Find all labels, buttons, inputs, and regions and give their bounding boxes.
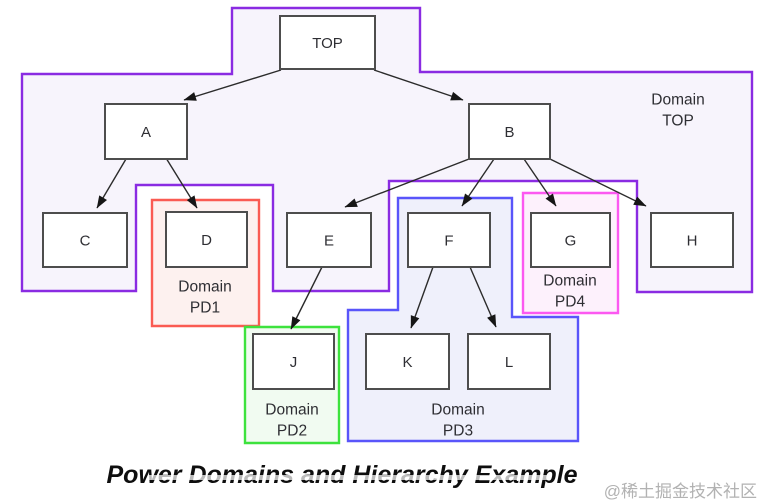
caption-artifact-streak [148, 475, 548, 480]
node-TOP-label: TOP [312, 35, 343, 52]
domain-pd4-label-line1: Domain [543, 273, 596, 290]
node-D-label: D [201, 232, 212, 249]
domain-top-boundary [20, 6, 754, 294]
edge-TOP-to-A [183, 69, 282, 101]
node-G-box [530, 212, 611, 268]
edge-B-to-H [549, 158, 647, 207]
edge-E-to-J [290, 266, 323, 330]
node-J-label: J [290, 354, 298, 371]
node-A-label: A [141, 124, 151, 141]
domain-pd2-label-line2: PD2 [277, 423, 307, 440]
node-J-box [252, 333, 335, 390]
domain-top-label-line1: Domain [651, 92, 704, 109]
node-E-box [286, 212, 372, 268]
edge-A-to-D [165, 157, 198, 209]
edge-B-to-E [344, 158, 470, 208]
domain-pd1-label-line2: PD1 [190, 300, 220, 317]
node-K-label: K [402, 354, 412, 371]
node-C-label: C [80, 233, 91, 250]
hierarchy-edges [96, 69, 647, 330]
node-B-box [468, 103, 551, 160]
node-B-label: B [504, 124, 514, 141]
domain-pd3-label-line1: Domain [431, 402, 484, 419]
domain-pd1-label-line1: Domain [178, 279, 231, 296]
node-TOP-box [279, 15, 376, 70]
domain-pd3-label-line2: PD3 [443, 423, 473, 440]
domain-pd2-label-line1: Domain [265, 402, 318, 419]
watermark-text: @稀土掘金技术社区 [603, 482, 757, 500]
edge-B-to-G [523, 158, 557, 207]
node-L-label: L [505, 354, 513, 371]
edge-F-to-L [469, 266, 497, 328]
edge-B-to-F [461, 158, 495, 207]
edge-A-to-C [96, 158, 127, 209]
domain-labels: DomainTOPDomainPD1DomainPD2DomainPD3Doma… [178, 92, 704, 440]
node-L-box [467, 333, 551, 390]
domain-top-label-line2: TOP [662, 113, 694, 130]
node-E-label: E [324, 233, 334, 250]
node-D-box [165, 211, 248, 268]
node-F-box [407, 212, 491, 268]
node-F-label: F [444, 233, 453, 250]
node-K-box [365, 333, 450, 390]
node-H-label: H [687, 233, 698, 250]
node-C-box [42, 212, 128, 268]
node-A-box [104, 103, 188, 160]
node-G-label: G [565, 233, 577, 250]
edge-F-to-K [410, 266, 434, 329]
node-H-box [650, 212, 734, 268]
edge-TOP-to-B [373, 69, 464, 101]
domain-pd4-label-line2: PD4 [555, 294, 586, 311]
hierarchy-nodes: TOP A B C D E F G H J K L [42, 15, 734, 390]
